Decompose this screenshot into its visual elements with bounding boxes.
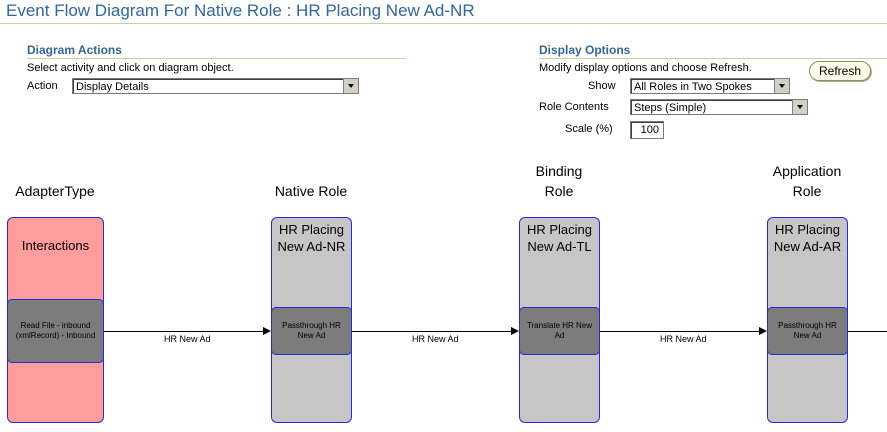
chevron-down-icon[interactable] (343, 79, 358, 93)
lane-label: Interactions (21, 238, 90, 253)
flow-label: HR New Ad (660, 334, 707, 344)
arrow-right-icon (759, 327, 767, 335)
step-translate-binding[interactable]: Translate HR New Ad (519, 307, 600, 355)
chevron-down-icon[interactable] (774, 79, 789, 93)
display-options-divider (539, 58, 887, 59)
flow-label: HR New Ad (412, 334, 459, 344)
lane-label: HR Placing New Ad-TL (526, 222, 593, 254)
action-select-value: Display Details (76, 81, 149, 93)
diagram-actions-heading: Diagram Actions (27, 43, 122, 57)
refresh-button[interactable]: Refresh (809, 61, 871, 81)
chevron-down-icon[interactable] (792, 100, 807, 114)
lane-label: HR Placing New Ad-AR (773, 222, 842, 254)
display-options-heading: Display Options (539, 43, 631, 57)
flow-arrow-line (104, 331, 264, 332)
flow-arrow-line (352, 331, 512, 332)
flow-label: HR New Ad (164, 334, 211, 344)
diagram-actions-divider (27, 58, 406, 59)
role-contents-select[interactable]: Steps (Simple) (630, 99, 808, 115)
action-label: Action (27, 80, 58, 92)
flow-arrow-line (848, 331, 887, 332)
lane-label: HR Placing New Ad-NR (277, 222, 346, 254)
title-divider (0, 23, 887, 24)
role-contents-label: Role Contents (539, 101, 609, 113)
column-heading-native-role: Native Role (274, 183, 348, 199)
arrow-right-icon (511, 327, 519, 335)
diagram-actions-instruction: Select activity and click on diagram obj… (27, 62, 234, 74)
step-passthrough-native[interactable]: Passthrough HR New Ad (271, 307, 352, 355)
page-title: Event Flow Diagram For Native Role : HR … (6, 1, 475, 20)
scale-input[interactable]: 100 (630, 121, 664, 139)
role-contents-select-value: Steps (Simple) (634, 102, 707, 114)
action-select[interactable]: Display Details (72, 78, 359, 94)
flow-arrow-line (600, 331, 760, 332)
column-heading-adapter-type: AdapterType (15, 183, 95, 199)
show-select[interactable]: All Roles in Two Spokes (630, 78, 790, 94)
display-options-instruction: Modify display options and choose Refres… (539, 62, 752, 74)
show-label: Show (588, 80, 616, 92)
step-passthrough-application[interactable]: Passthrough HR New Ad (767, 307, 848, 355)
show-select-value: All Roles in Two Spokes (634, 81, 752, 93)
column-heading-binding-role: Binding Role (535, 163, 583, 199)
step-read-file-inbound[interactable]: Read File - inbound (xmlRecord) - Inboun… (7, 299, 104, 363)
column-heading-application-role: Application Role (772, 163, 842, 199)
arrow-right-icon (263, 327, 271, 335)
scale-label: Scale (%) (565, 123, 613, 135)
